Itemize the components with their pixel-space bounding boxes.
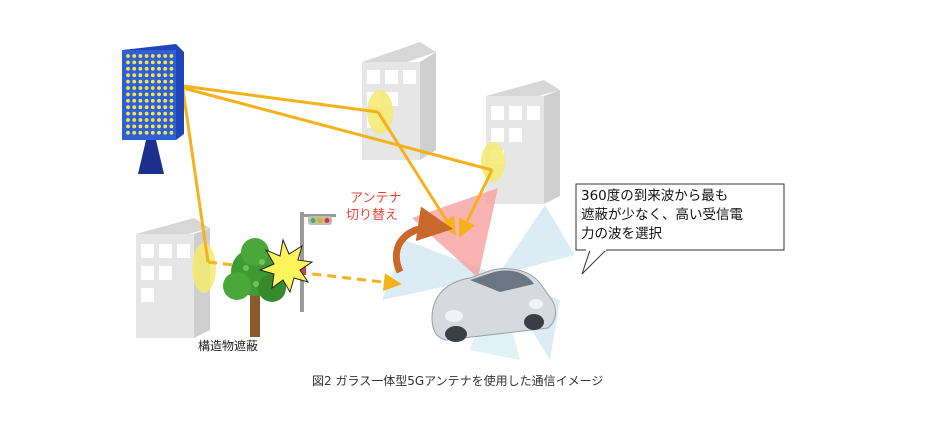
building-right [486,80,560,204]
callout-text-line2: 遮蔽が少なく、高い受信電 [581,207,743,223]
antenna-switch-arrow [392,206,453,274]
tree [223,238,286,337]
figure-caption: 図2 ガラス一体型5Gアンテナを使用した通信イメージ [312,374,604,388]
antenna-switch-label-line2: 切り替え [346,208,399,223]
blockage-burst-icon [258,238,314,294]
building-top-center [362,42,436,160]
signal-rays [181,84,494,292]
car [431,268,556,342]
base-station [122,44,184,174]
obstruction-label: 構造物遮蔽 [198,339,259,353]
reflection-spot-right [481,142,505,182]
antenna-switch-label-line1: アンテナ [350,191,402,206]
callout-text-line3: 力の波を選択 [581,226,662,242]
callout-text-line1: 360度の到来波から最も [581,188,729,204]
reflection-spot-left [192,243,216,293]
callout-box [575,183,785,275]
